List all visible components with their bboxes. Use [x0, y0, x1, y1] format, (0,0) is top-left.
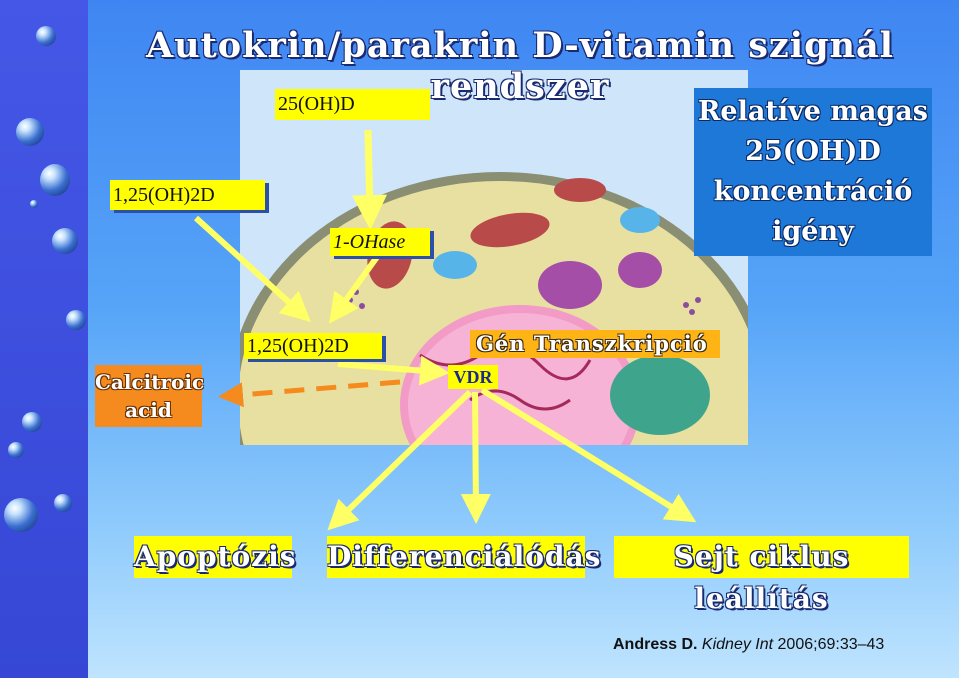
vesicle: [620, 207, 660, 233]
citation-details: 2006;69:33–43: [777, 636, 885, 653]
ribosome: [695, 297, 701, 303]
golgi-apparatus: [618, 252, 662, 288]
citation-author: Andress D.: [613, 636, 698, 653]
cellular-hormone-label: 1,25(OH)2D: [244, 333, 382, 359]
requirement-line: koncentráció: [713, 176, 913, 207]
citation-journal: Kidney Int: [701, 636, 774, 653]
bubble-decoration: [66, 310, 86, 330]
effect-differentiation: Differenciálódás: [327, 536, 600, 578]
requirement-box: Relatíve magas 25(OH)D koncentráció igén…: [694, 88, 932, 256]
citation: Andress D. Kidney Int 2006;69:33–43: [613, 636, 884, 654]
receptor-label: VDR: [448, 365, 498, 389]
mitochondrion: [554, 178, 606, 202]
ribosome: [689, 309, 695, 315]
arrow-enzyme-to-hormone: [328, 248, 385, 324]
arrow-circulating-hormone: [193, 215, 311, 323]
mitochondrion: [470, 212, 550, 248]
bubble-decoration: [40, 164, 70, 196]
endoplasmic-reticulum: [610, 355, 710, 435]
golgi-apparatus: [538, 261, 602, 309]
bubble-decoration: [4, 498, 38, 532]
ribosome: [683, 302, 689, 308]
bubble-decoration: [30, 200, 38, 208]
slide-title: Autokrin/parakrin D-vitamin szignál rend…: [146, 25, 894, 107]
circulating-hormone-label: 1,25(OH)2D: [110, 180, 265, 210]
enzyme-label: 1-OHase: [330, 228, 430, 256]
bubble-decoration: [22, 412, 42, 432]
ribosome: [359, 303, 365, 309]
arrow-catabolism: [218, 379, 401, 408]
effect-cell-cycle-arrest: Sejt ciklus leállítás: [614, 536, 909, 615]
effect-apoptosis: Apoptózis: [134, 536, 295, 578]
requirement-line: 25(OH)D: [745, 136, 881, 167]
catabolite-box: Calcitroic acid: [95, 365, 205, 427]
arrow-to-cell-cycle-arrest: [480, 387, 697, 523]
precursor-label: 25(OH)D: [275, 89, 430, 120]
bubble-decoration: [36, 26, 56, 46]
bubble-decoration: [16, 118, 44, 146]
transcription-label: Gén Transzkripció: [470, 330, 720, 358]
arrow-to-differentiation: [460, 391, 491, 524]
catabolite-line: Calcitroic: [95, 370, 205, 394]
arrow-hormone-to-vdr: [337, 355, 450, 386]
arrow-to-apoptosis: [327, 389, 473, 531]
arrow-precursor-to-enzyme: [352, 129, 388, 230]
decorative-sidebar: [0, 0, 88, 678]
bubble-decoration: [54, 494, 72, 512]
bubble-decoration: [8, 442, 24, 458]
requirement-line: igény: [772, 216, 854, 247]
catabolite-line: acid: [125, 398, 172, 422]
vesicle: [433, 251, 477, 279]
requirement-line: Relatíve magas: [697, 96, 928, 127]
bubble-decoration: [52, 228, 78, 254]
